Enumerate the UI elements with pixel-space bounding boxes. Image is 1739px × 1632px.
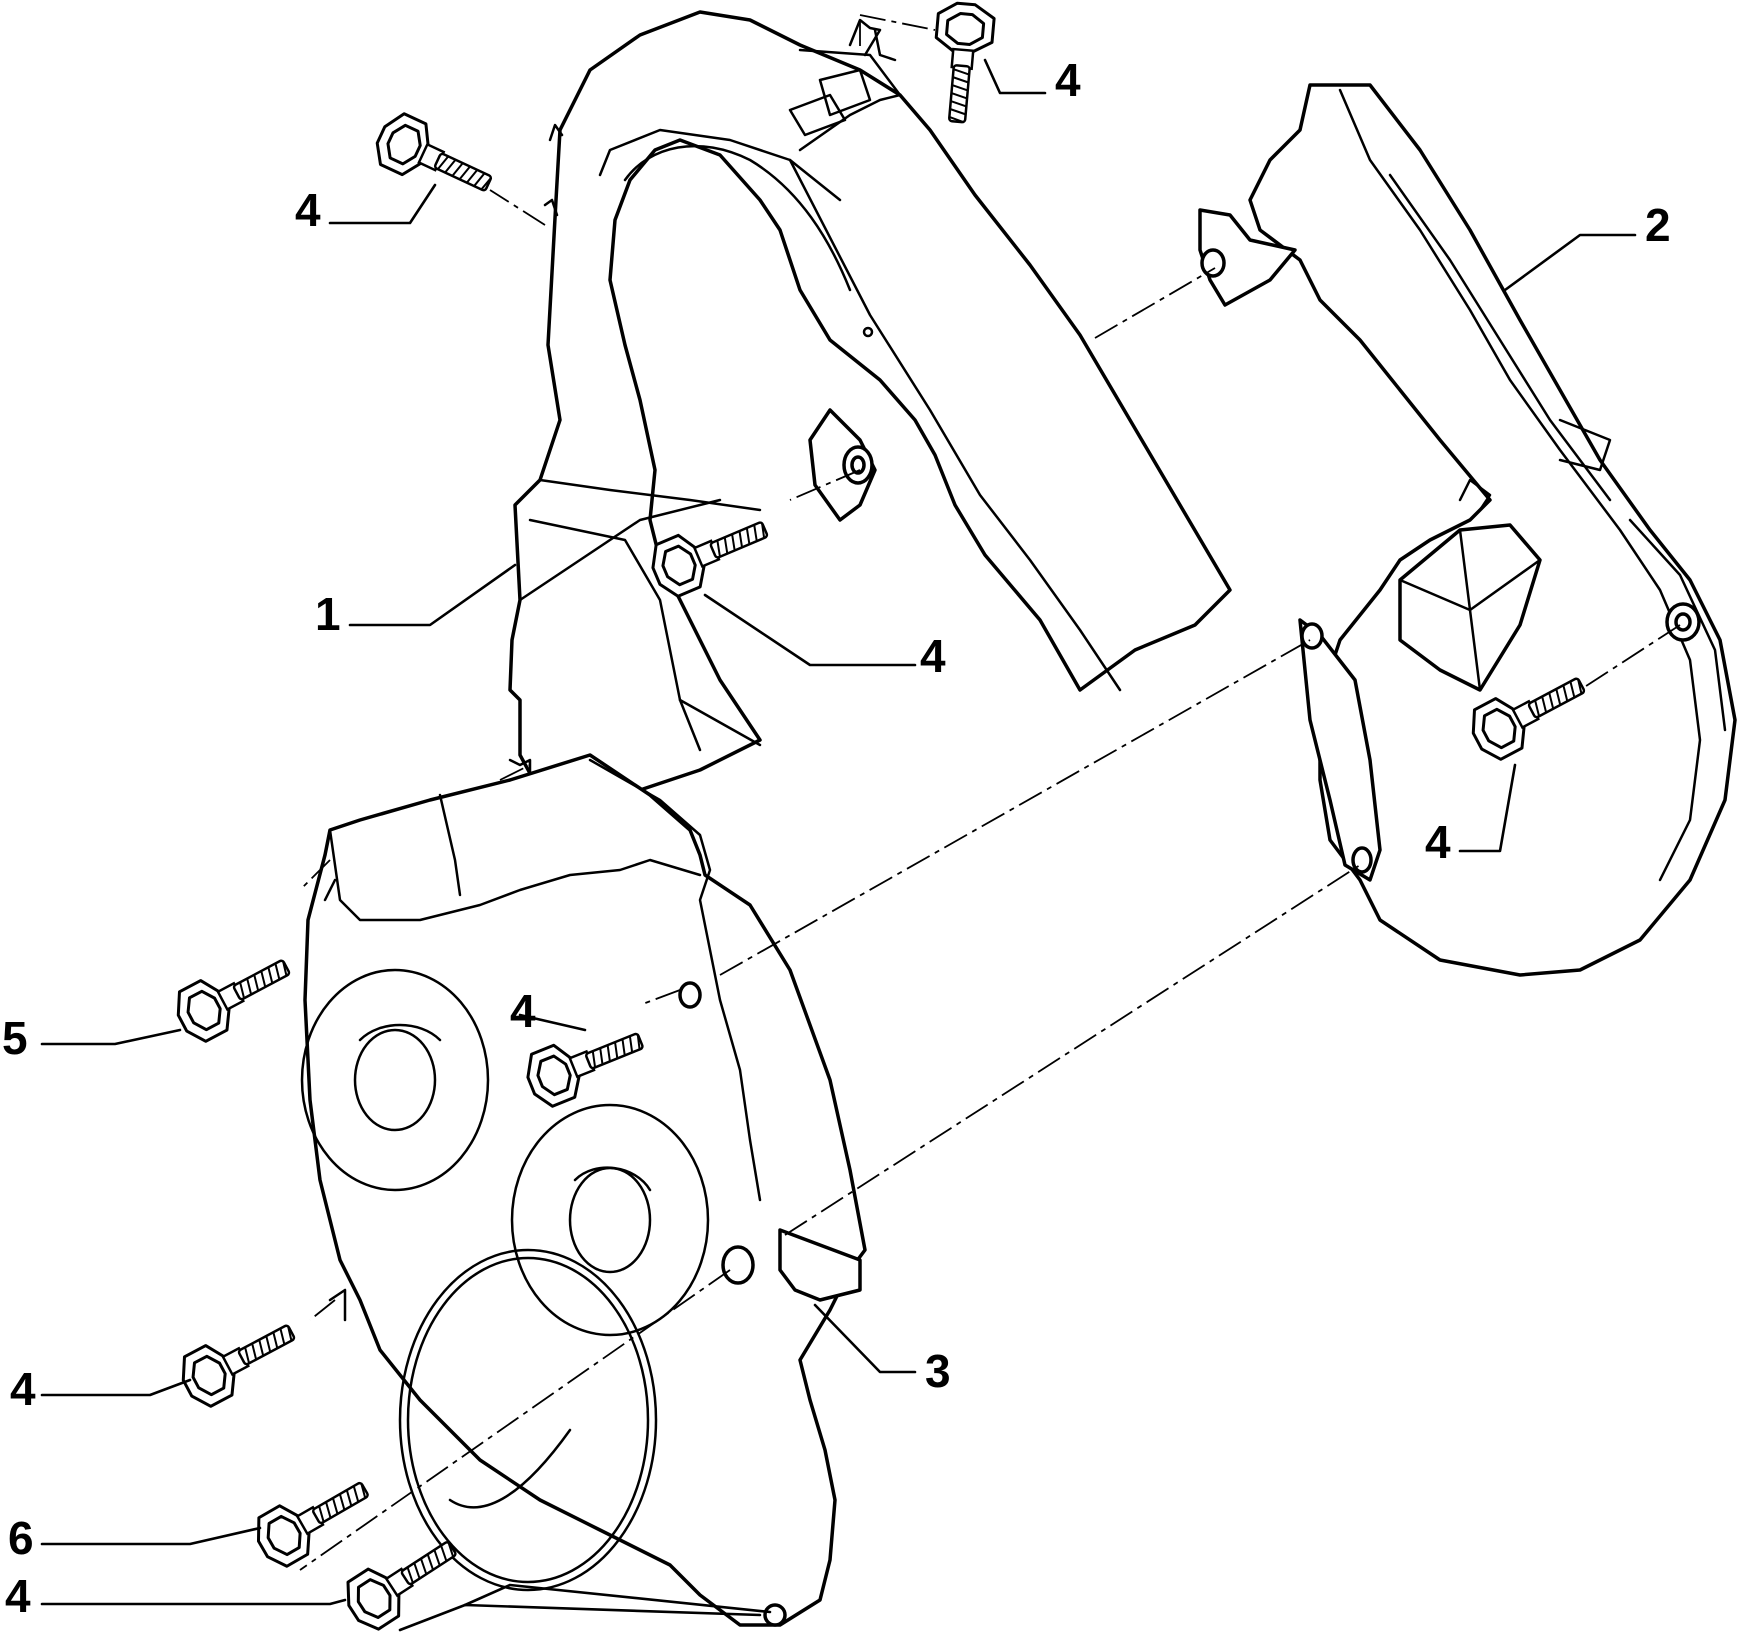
callout-upper-cover: 2 (1645, 199, 1671, 251)
lower-timing-cover (300, 753, 867, 1627)
callout-top-bolt: 4 (1055, 54, 1081, 106)
callout-labels: 4 4 2 1 4 4 5 4 3 4 6 4 (2, 54, 1671, 1622)
leader-lines (40, 58, 1637, 1632)
bolt-upper-left (368, 107, 502, 211)
bolt-left-flange (167, 940, 301, 1049)
callout-long-bolt: 6 (8, 1512, 34, 1564)
bolt-center (643, 501, 778, 603)
bolt-lower-left (172, 1305, 306, 1414)
callout-center-bolt: 4 (920, 630, 946, 682)
callout-upper-left-bolt: 4 (295, 184, 321, 236)
main-timing-cover (508, 10, 1232, 812)
callout-bottom-bolt: 4 (5, 1570, 31, 1622)
callout-right-bolt: 4 (1425, 816, 1451, 868)
upper-right-timing-cover (1198, 83, 1737, 977)
callout-lower-left-bolt: 4 (10, 1363, 36, 1415)
callout-left-flange-bolt: 5 (2, 1012, 28, 1064)
callout-lower-cover: 3 (925, 1345, 951, 1397)
callout-main-cover: 1 (315, 588, 341, 640)
alignment-lines (299, 14, 1681, 1571)
bolt-long (246, 1463, 381, 1574)
callout-lower-center-bolt: 4 (510, 985, 536, 1037)
